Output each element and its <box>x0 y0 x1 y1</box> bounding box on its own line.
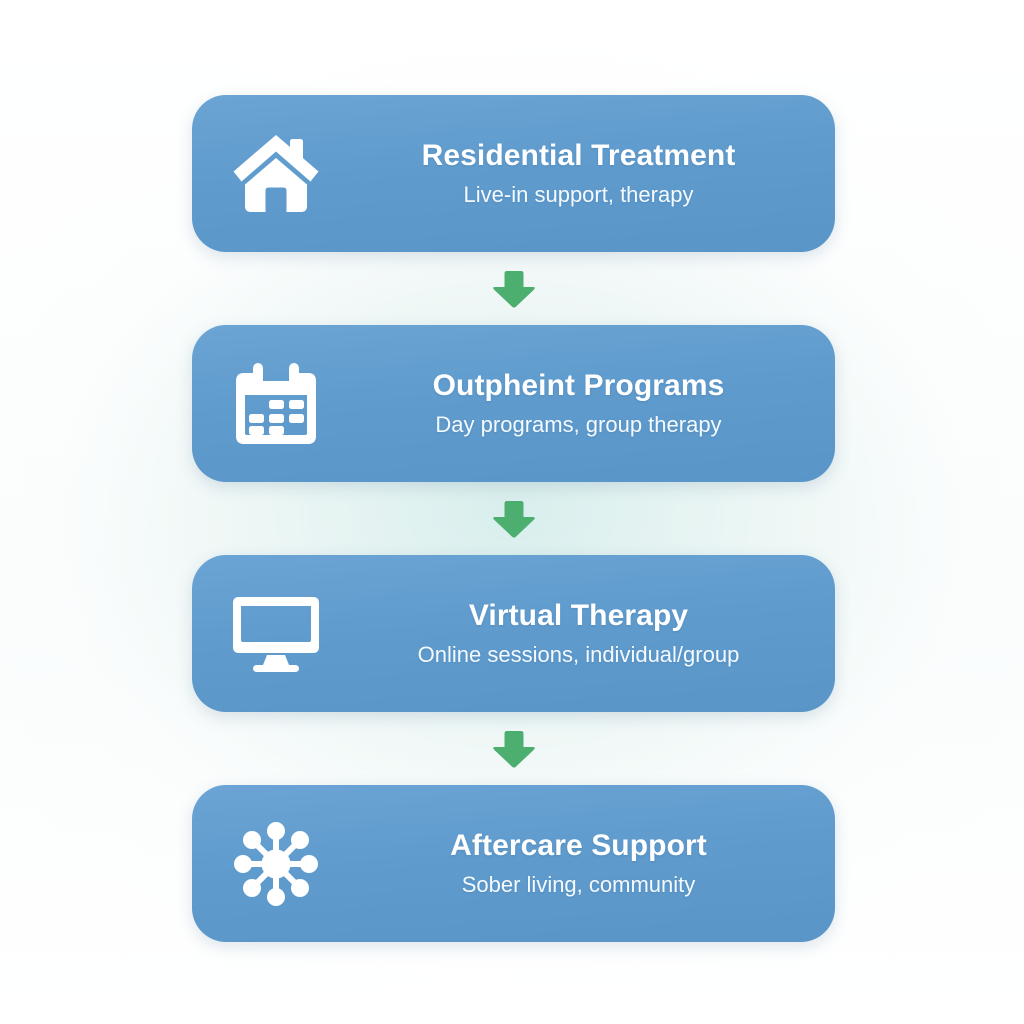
flow-connector-1 <box>192 252 835 325</box>
flowchart-container: Residential Treatment Live-in support, t… <box>192 95 835 942</box>
flow-connector-3 <box>192 712 835 785</box>
calendar-icon <box>228 356 324 452</box>
flow-step-subtitle-4: Sober living, community <box>461 872 696 898</box>
flow-step-subtitle-2: Day programs, group therapy <box>435 412 722 438</box>
flow-connector-2 <box>192 482 835 555</box>
flow-step-text-3: Virtual Therapy Online sessions, individ… <box>324 598 825 668</box>
network-hub-icon <box>228 816 324 912</box>
house-icon <box>228 126 324 222</box>
flow-step-card-2[interactable]: Outpheint Programs Day programs, group t… <box>192 325 835 482</box>
flow-step-title-1: Residential Treatment <box>421 138 736 172</box>
flow-step-card-1[interactable]: Residential Treatment Live-in support, t… <box>192 95 835 252</box>
flow-step-text-1: Residential Treatment Live-in support, t… <box>324 138 825 208</box>
flow-step-title-2: Outpheint Programs <box>432 368 725 402</box>
flow-step-card-4[interactable]: Aftercare Support Sober living, communit… <box>192 785 835 942</box>
flow-step-title-3: Virtual Therapy <box>468 598 689 632</box>
flow-step-text-4: Aftercare Support Sober living, communit… <box>324 828 825 898</box>
flow-step-text-2: Outpheint Programs Day programs, group t… <box>324 368 825 438</box>
arrow-down-icon <box>492 270 535 308</box>
arrow-down-icon <box>492 500 535 538</box>
flow-step-title-4: Aftercare Support <box>450 828 707 862</box>
flow-step-subtitle-3: Online sessions, individual/group <box>417 642 740 668</box>
flow-step-card-3[interactable]: Virtual Therapy Online sessions, individ… <box>192 555 835 712</box>
flow-step-subtitle-1: Live-in support, therapy <box>463 182 694 208</box>
monitor-icon <box>228 586 324 682</box>
arrow-down-icon <box>492 730 535 768</box>
